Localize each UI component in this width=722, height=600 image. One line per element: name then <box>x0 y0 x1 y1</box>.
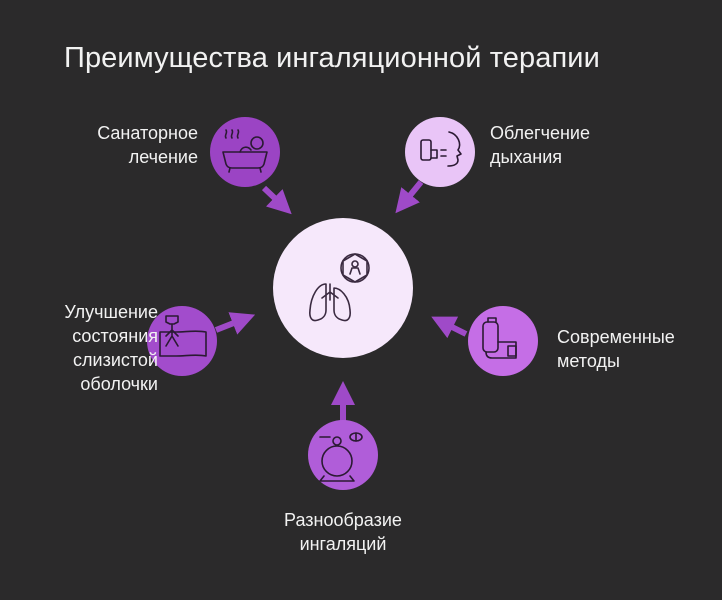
node-modern <box>468 306 538 376</box>
label-variety-line-2: ингаляций <box>299 534 387 554</box>
label-breathing-line-2: дыхания <box>490 147 562 167</box>
label-breathing: Облегчение дыхания <box>490 121 640 169</box>
label-breathing-line-1: Облегчение <box>490 123 590 143</box>
label-modern-line-1: Современные <box>557 327 675 347</box>
label-mucosa-line-4: оболочки <box>80 374 158 394</box>
label-mucosa-line-1: Улучшение <box>64 302 158 322</box>
lungs-icon <box>309 253 370 322</box>
inhaler-icon <box>482 317 517 359</box>
label-sanatorium-line-1: Санаторное <box>97 123 198 143</box>
label-variety-line-1: Разнообразие <box>284 510 402 530</box>
label-mucosa: Улучшение состояния слизистой оболочки <box>10 300 158 396</box>
node-variety <box>308 420 378 490</box>
arrow-breathing <box>395 180 424 214</box>
bath-icon <box>222 129 268 173</box>
label-modern-line-2: методы <box>557 351 620 371</box>
label-sanatorium: Санаторное лечение <box>68 121 198 169</box>
arrow-sanatorium <box>261 185 292 215</box>
arrows <box>214 180 468 422</box>
center-node <box>273 218 413 358</box>
label-modern: Современные методы <box>557 325 717 373</box>
mucosa-icon <box>159 315 207 357</box>
arrow-mucosa <box>214 312 256 335</box>
label-mucosa-line-3: слизистой <box>73 350 158 370</box>
node-sanatorium <box>210 117 280 187</box>
label-sanatorium-line-2: лечение <box>128 147 198 167</box>
label-mucosa-line-2: состояния <box>72 326 158 346</box>
label-variety: Разнообразие ингаляций <box>263 508 423 556</box>
node-mucosa <box>147 306 217 376</box>
nebulizer-icon <box>319 432 363 482</box>
diagram-title: Преимущества ингаляционной терапии <box>64 42 600 74</box>
inhaler-face-icon <box>420 131 462 167</box>
node-breathing <box>405 117 475 187</box>
arrow-modern <box>431 316 468 339</box>
